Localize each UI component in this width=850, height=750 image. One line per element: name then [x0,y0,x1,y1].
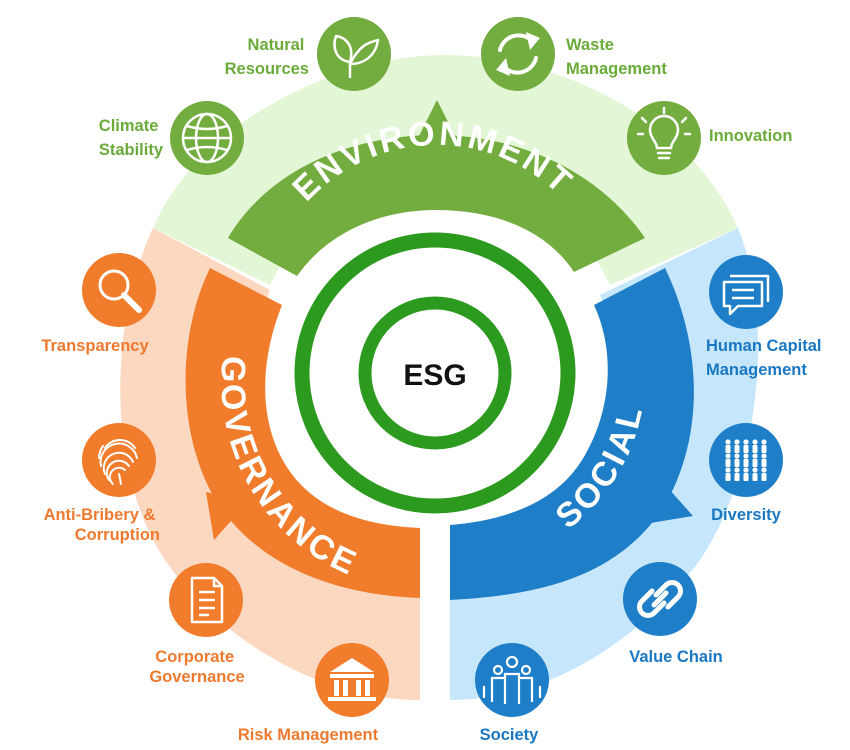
social-band [450,268,694,600]
governance-arrow [206,492,248,540]
label-diversity: Diversity [711,506,782,524]
label-natural-resources: Natural Resources [225,36,309,78]
leaf-icon [317,17,391,91]
label-innovation: Innovation [709,127,792,145]
document-icon [169,563,243,637]
label-corporate-governance: Corporate Governance [149,648,244,686]
center-label: ESG [403,359,466,392]
magnifier-icon [82,253,156,327]
environment-arrow [418,100,456,138]
label-society: Society [480,726,540,744]
recycle-icon [481,17,555,91]
social-arrow [632,470,693,526]
courthouse-icon [315,643,389,717]
label-transparency: Transparency [41,337,149,355]
fingerprint-icon [82,423,156,497]
lightbulb-icon [627,101,701,175]
governance-band [185,268,420,598]
label-risk-management: Risk Management [238,726,379,744]
inner-ring [358,296,512,450]
label-value-chain: Value Chain [629,648,723,666]
people-grid-icon [709,423,783,497]
label-human-capital-management: Human Capital Management [706,337,826,379]
label-anti-bribery-corruption: Anti-Bribery & Corruption [44,506,160,544]
community-icon [475,643,549,717]
globe-icon [170,101,244,175]
label-waste-management: Waste Management [566,36,667,78]
chat-icon [709,255,783,329]
chain-link-icon [623,562,697,636]
environment-band [228,135,645,276]
label-climate-stability: Climate Stability [99,117,164,159]
